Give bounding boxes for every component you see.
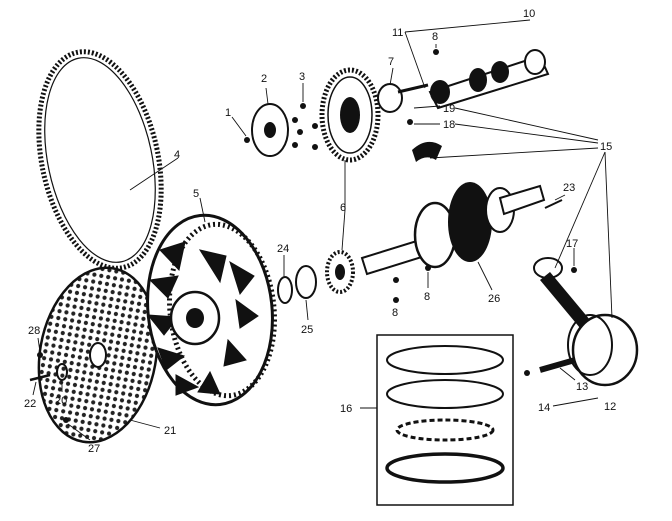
piston xyxy=(567,313,639,387)
balls xyxy=(292,117,318,150)
callout-4: 4 xyxy=(174,149,180,161)
retainer-14 xyxy=(524,370,530,376)
callout-15: 15 xyxy=(600,141,612,153)
callout-18: 18 xyxy=(443,119,455,131)
screw-22 xyxy=(29,373,51,382)
piston-ring-set xyxy=(376,334,514,506)
washer-part-24 xyxy=(277,276,293,304)
callout-12: 12 xyxy=(604,401,616,413)
screw-27 xyxy=(63,417,69,423)
nut-part-3 xyxy=(300,103,306,109)
callout-24: 24 xyxy=(277,243,289,255)
callout-5: 5 xyxy=(193,188,199,200)
key-23 xyxy=(544,199,563,209)
callout-23: 23 xyxy=(563,182,575,194)
callout-19: 19 xyxy=(443,103,455,115)
callout-13: 13 xyxy=(576,381,588,393)
callout-21: 21 xyxy=(164,425,176,437)
callout-17: 17 xyxy=(566,238,578,250)
flywheel xyxy=(146,213,277,407)
callout-8-mid: 8 xyxy=(424,291,430,303)
callout-28: 28 xyxy=(28,325,40,337)
seal-19 xyxy=(407,119,413,125)
cam-follower-18 xyxy=(412,141,442,162)
plug-part-8c xyxy=(425,265,431,271)
flywheel-fins xyxy=(146,241,259,396)
callout-25: 25 xyxy=(301,324,313,336)
connecting-rod xyxy=(533,257,590,328)
callout-8-top: 8 xyxy=(432,31,438,43)
ring-gear xyxy=(36,49,164,271)
screw-28 xyxy=(37,352,43,358)
callout-10: 10 xyxy=(523,8,535,20)
callout-20: 20 xyxy=(55,395,67,407)
callout-26: 26 xyxy=(488,293,500,305)
callout-3: 3 xyxy=(299,71,305,83)
plug-part-8d xyxy=(393,297,399,303)
camshaft xyxy=(428,49,550,110)
plug-part-8 xyxy=(433,49,439,55)
crankshaft xyxy=(360,182,546,276)
cam-gear xyxy=(319,67,381,163)
callout-7: 7 xyxy=(388,56,394,68)
callout-22: 22 xyxy=(24,398,36,410)
crank-gear xyxy=(325,250,355,294)
washer-part-25 xyxy=(295,265,317,299)
callout-labels: 1 2 3 4 5 6 7 8 8 8 10 11 12 13 14 15 16… xyxy=(24,8,616,455)
rotating-screen xyxy=(37,266,159,444)
piston-pin xyxy=(539,357,576,373)
callout-11: 11 xyxy=(392,27,403,39)
washer-part-2 xyxy=(251,103,289,157)
pin xyxy=(397,83,429,94)
callout-1: 1 xyxy=(225,107,231,119)
callout-14: 14 xyxy=(538,402,550,414)
bolt-17 xyxy=(571,267,577,273)
callout-27: 27 xyxy=(88,443,100,455)
screw-part-1 xyxy=(244,137,250,143)
callout-16: 16 xyxy=(340,403,352,415)
callout-2: 2 xyxy=(261,73,267,85)
callout-8-lower: 8 xyxy=(392,307,398,319)
gasket-part-7 xyxy=(377,83,403,113)
plug-part-8b xyxy=(393,277,399,283)
leader-lines xyxy=(32,19,613,441)
callout-6: 6 xyxy=(340,202,346,214)
